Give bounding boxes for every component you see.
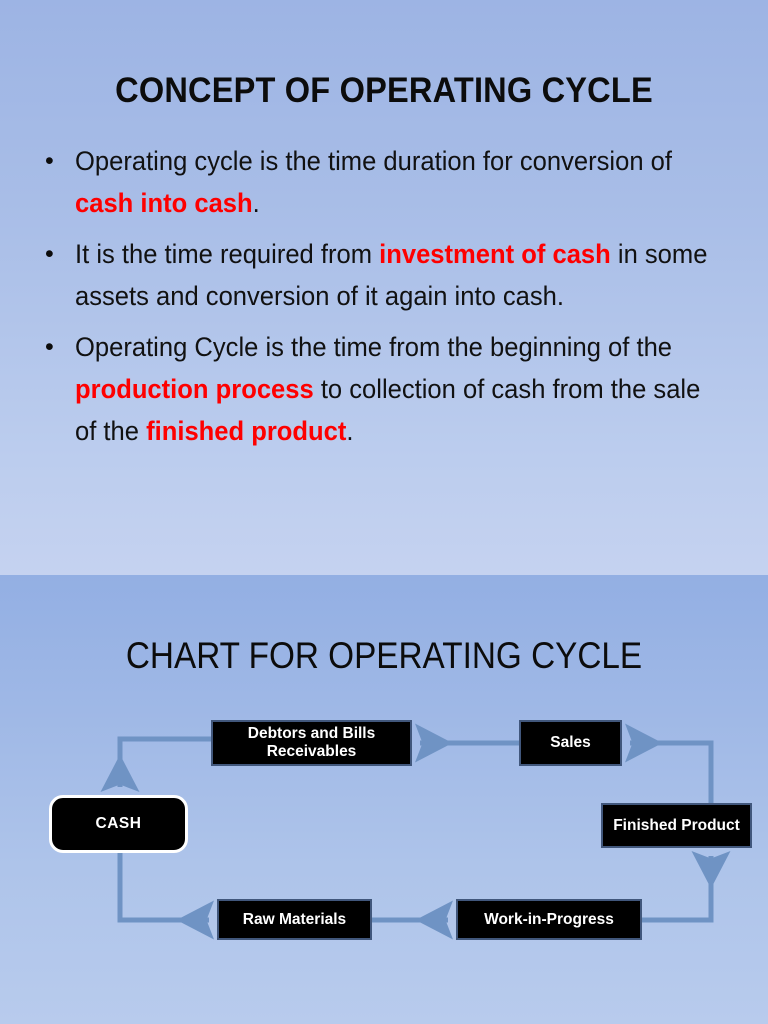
bullet-segment: in some assets and conversion of it agai… [75, 239, 708, 311]
bullet-segment: It is the time required from [75, 239, 380, 269]
page-title: CONCEPT OF OPERATING CYCLE [115, 71, 653, 111]
diagram-node-label: Work-in-Progress [484, 910, 614, 928]
bullet-segment: . [252, 188, 260, 218]
bullet-segment: Operating cycle is the time duration for… [75, 146, 672, 176]
diagram-node-label: Finished Product [613, 816, 740, 834]
list-item: • Operating cycle is the time duration f… [40, 140, 740, 224]
bullet-segment-highlight: production process [75, 374, 314, 404]
list-item: • It is the time required from investmen… [40, 233, 740, 317]
edge-debtors-to-cash [100, 736, 211, 792]
bullet-segment: to collection of cash from the sale of t… [75, 374, 701, 446]
slide-chart-for-operating-cycle: CHART FOR OPERATING CYCLE [0, 575, 768, 1024]
edge-finished-product-to-sales [625, 723, 714, 803]
diagram-node-label: Raw Materials [242, 910, 347, 928]
chart-title: CHART FOR OPERATING CYCLE [125, 634, 643, 676]
edge-wip-to-finished-product [642, 851, 731, 923]
diagram-node-label: CASH [95, 815, 142, 833]
bullet-segment: . [346, 416, 354, 446]
bullet-segment-highlight: investment of cash [379, 239, 611, 269]
bullet-segment-highlight: finished product [146, 416, 347, 446]
diagram-node-cash: CASH [49, 795, 188, 853]
bullet-text: Operating Cycle is the time from the beg… [75, 326, 717, 452]
bullet-text: It is the time required from investment … [75, 233, 717, 317]
diagram-node-sales: Sales [519, 720, 622, 766]
diagram-node-work-in-progress: Work-in-Progress [456, 899, 642, 940]
diagram-node-raw-materials: Raw Materials [217, 899, 372, 940]
list-item: • Operating Cycle is the time from the b… [40, 326, 740, 452]
diagram-connectors [100, 723, 731, 940]
diagram-node-label: Sales [550, 734, 591, 752]
bullet-dot-icon: • [45, 147, 54, 175]
diagram-node-debtors: Debtors and Bills Receivables [211, 720, 412, 766]
bullet-segment: Operating Cycle is the time from the beg… [75, 332, 673, 362]
edge-cash-to-raw-materials [117, 853, 214, 940]
diagram-node-finished-product: Finished Product [601, 803, 752, 848]
operating-cycle-diagram: Debtors and Bills Receivables Sales CASH… [0, 695, 768, 1024]
bullet-segment-highlight: cash into cash [75, 188, 253, 218]
bullet-text: Operating cycle is the time duration for… [75, 140, 717, 224]
bullet-list: • Operating cycle is the time duration f… [40, 140, 740, 461]
diagram-node-label: Debtors and Bills Receivables [247, 725, 376, 760]
bullet-dot-icon: • [45, 333, 54, 361]
bullet-dot-icon: • [45, 240, 54, 268]
slide-concept-of-operating-cycle: CONCEPT OF OPERATING CYCLE • Operating c… [0, 0, 768, 575]
